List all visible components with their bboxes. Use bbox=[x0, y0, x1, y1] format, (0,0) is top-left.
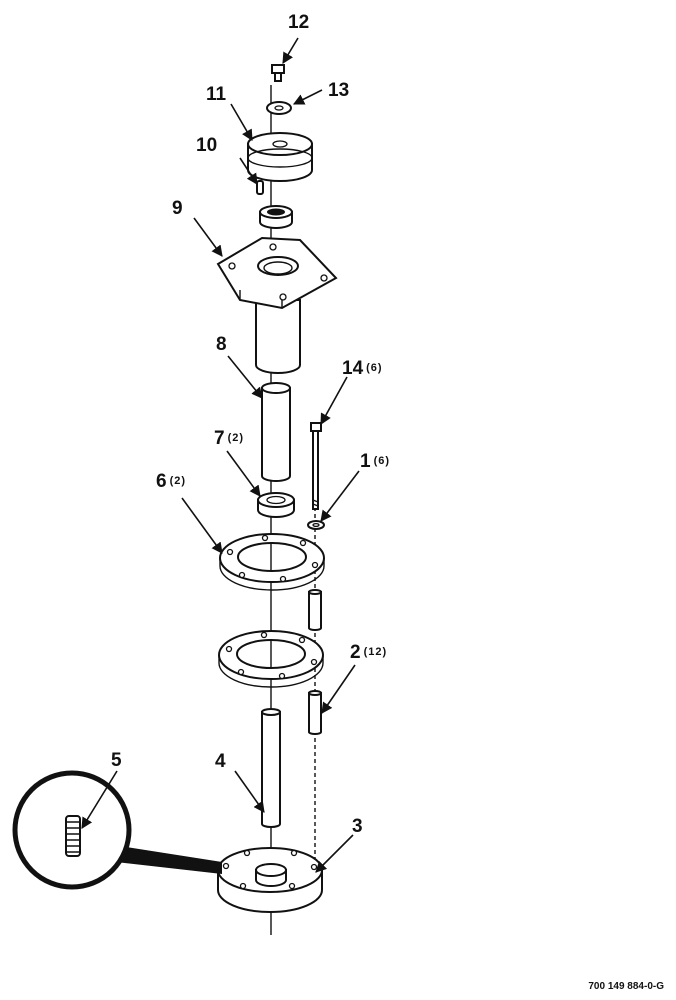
callout-2: 2(12) bbox=[350, 642, 387, 663]
part-3-base bbox=[217, 847, 323, 913]
svg-text:3: 3 bbox=[352, 816, 363, 837]
svg-text:2(12): 2(12) bbox=[350, 642, 387, 663]
svg-text:11: 11 bbox=[206, 84, 227, 105]
svg-text:12: 12 bbox=[288, 12, 309, 33]
svg-text:5: 5 bbox=[111, 750, 122, 771]
callout-4: 4 bbox=[215, 751, 226, 772]
svg-text:13: 13 bbox=[328, 80, 349, 101]
part-2-spacer-lower bbox=[308, 690, 322, 735]
part-8-sleeve bbox=[261, 382, 291, 482]
callout-8: 8 bbox=[216, 334, 227, 355]
part-9-housing bbox=[216, 236, 338, 374]
part-6-gasket-upper bbox=[218, 533, 326, 591]
callout-9: 9 bbox=[172, 198, 183, 219]
detail-circle bbox=[12, 770, 222, 890]
callout-7: 7(2) bbox=[214, 428, 244, 449]
part-5-setscrew bbox=[65, 815, 81, 857]
svg-text:14(6): 14(6) bbox=[342, 358, 383, 379]
part-1-washer bbox=[307, 520, 325, 530]
svg-text:9: 9 bbox=[172, 198, 183, 219]
svg-text:6(2): 6(2) bbox=[156, 471, 186, 492]
callout-1: 1(6) bbox=[360, 451, 390, 472]
svg-text:10: 10 bbox=[196, 135, 217, 156]
part-11-pulley bbox=[247, 132, 313, 182]
callout-12: 12 bbox=[288, 12, 309, 33]
callout-11: 11 bbox=[206, 84, 227, 105]
part-13-washer bbox=[266, 101, 292, 115]
svg-text:8: 8 bbox=[216, 334, 227, 355]
part-10-key bbox=[256, 180, 264, 195]
callout-13: 13 bbox=[328, 80, 349, 101]
callout-5: 5 bbox=[111, 750, 122, 771]
bearing bbox=[259, 205, 293, 229]
part-7-bushing bbox=[257, 492, 295, 518]
svg-text:7(2): 7(2) bbox=[214, 428, 244, 449]
part-14-bolt bbox=[310, 422, 322, 510]
part-6-gasket-lower bbox=[217, 630, 325, 688]
callout-6: 6(2) bbox=[156, 471, 186, 492]
svg-text:1(6): 1(6) bbox=[360, 451, 390, 472]
part-12-screw bbox=[271, 64, 285, 82]
svg-text:4: 4 bbox=[215, 751, 226, 772]
part-2-spacer-upper bbox=[308, 589, 322, 631]
callout-10: 10 bbox=[196, 135, 217, 156]
part-4-shaft bbox=[261, 708, 281, 828]
document-code: 700 149 884-0-G bbox=[588, 981, 664, 992]
callout-14: 14(6) bbox=[342, 358, 383, 379]
leader-lines bbox=[81, 37, 360, 873]
callout-3: 3 bbox=[352, 816, 363, 837]
